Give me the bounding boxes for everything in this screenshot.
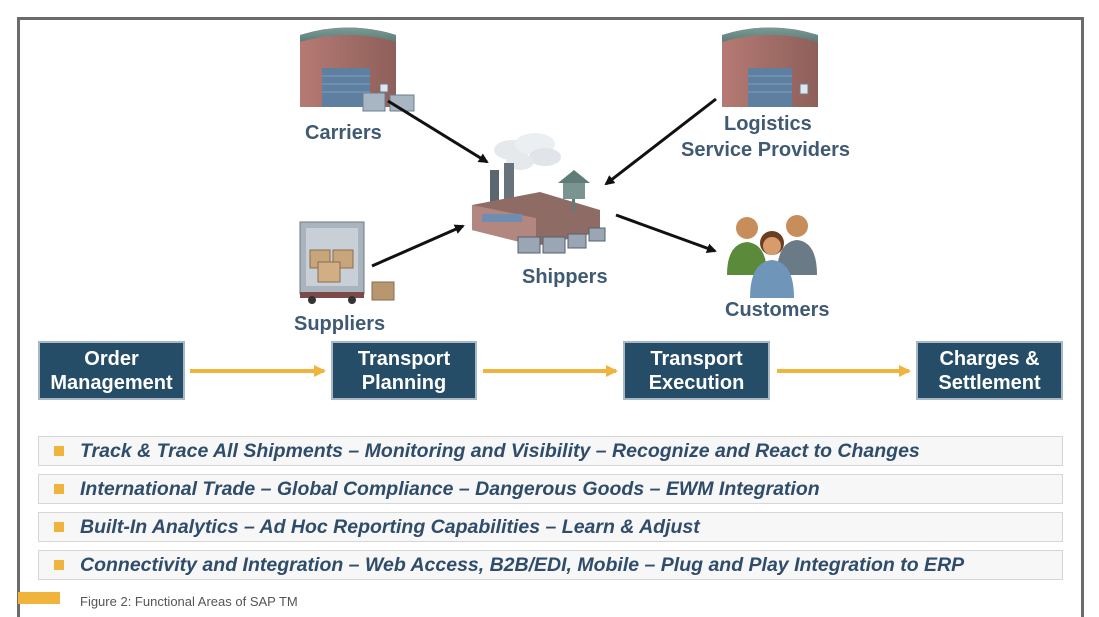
caption-marker (18, 592, 60, 604)
bullet-icon (54, 522, 64, 532)
process-step-line1: Transport (357, 347, 451, 370)
feature-row: Connectivity and Integration – Web Acces… (38, 550, 1063, 580)
process-step-line2: Execution (648, 371, 745, 394)
feature-text: Track & Trace All Shipments – Monitoring… (80, 439, 920, 462)
shippers-factory-icon (472, 133, 606, 254)
process-step-transport-planning: Transport Planning (331, 341, 477, 400)
customers-people-icon (727, 215, 817, 298)
feature-row: International Trade – Global Compliance … (38, 474, 1063, 504)
process-step-line1: Transport (650, 347, 743, 370)
suppliers-truck-icon (299, 221, 395, 304)
arrow-lsp-to-shippers (604, 97, 717, 186)
arrow-shippers-to-customers (615, 213, 717, 253)
shippers-label: Shippers (522, 266, 608, 288)
process-step-line2: Planning (361, 371, 447, 394)
process-step-line1: Charges & (939, 347, 1040, 370)
process-step-charges-settlement: Charges & Settlement (916, 341, 1063, 400)
customers-label: Customers (725, 299, 830, 321)
lsp-label-line2: Service Providers (681, 139, 850, 161)
carriers-warehouse-icon (300, 27, 415, 112)
process-step-line1: Order (84, 347, 139, 370)
feature-row: Built-In Analytics – Ad Hoc Reporting Ca… (38, 512, 1063, 542)
bullet-icon (54, 484, 64, 494)
carriers-label: Carriers (305, 122, 382, 144)
feature-text: Connectivity and Integration – Web Acces… (80, 553, 965, 576)
feature-text: Built-In Analytics – Ad Hoc Reporting Ca… (80, 515, 700, 538)
process-step-order-management: Order Management (38, 341, 185, 400)
process-step-line2: Management (50, 371, 173, 394)
process-step-transport-execution: Transport Execution (623, 341, 770, 400)
arrow-carriers-to-shippers (387, 99, 489, 164)
lsp-label-line1: Logistics (724, 113, 812, 135)
diagram-graphics (190, 27, 911, 377)
lsp-warehouse-icon (722, 27, 818, 107)
figure-caption: Figure 2: Functional Areas of SAP TM (80, 594, 298, 609)
feature-text: International Trade – Global Compliance … (80, 477, 820, 500)
process-step-line2: Settlement (938, 371, 1041, 394)
feature-row: Track & Trace All Shipments – Monitoring… (38, 436, 1063, 466)
bullet-icon (54, 560, 64, 570)
suppliers-label: Suppliers (294, 313, 386, 335)
bullet-icon (54, 446, 64, 456)
arrow-suppliers-to-shippers (371, 224, 465, 268)
